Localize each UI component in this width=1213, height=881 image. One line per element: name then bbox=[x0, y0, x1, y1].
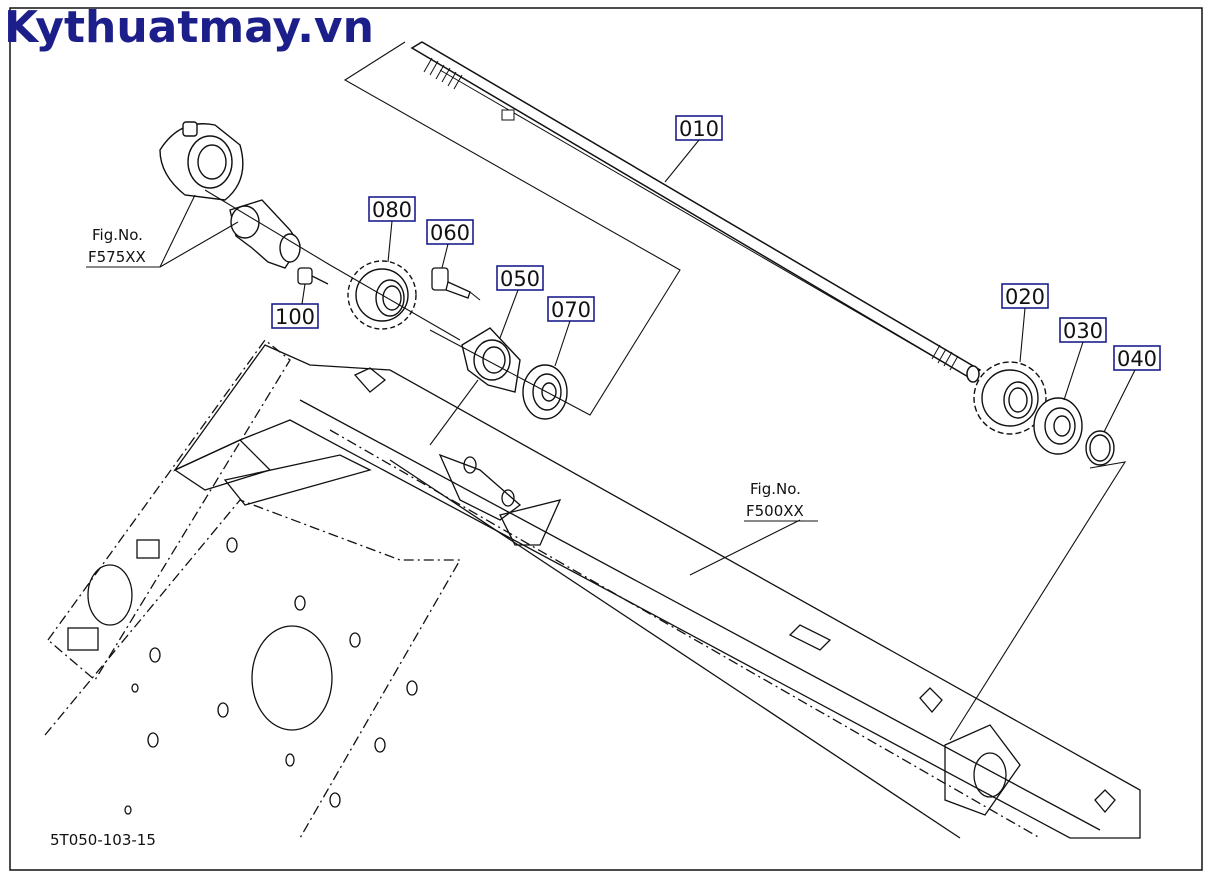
fig-ref-number: F575XX bbox=[88, 248, 146, 266]
fig-ref-f500xx[interactable]: Fig.No. F500XX bbox=[744, 480, 818, 522]
fig-ref-f575xx[interactable]: Fig.No. F575XX bbox=[86, 194, 239, 268]
part-callout-010[interactable]: 010 bbox=[664, 115, 723, 183]
part-number-100: 100 bbox=[275, 305, 315, 329]
drawing-code: 5T050-103-15 bbox=[50, 831, 156, 849]
part-number-050: 050 bbox=[500, 267, 540, 291]
diagram-border bbox=[9, 7, 1203, 871]
part-callout-060[interactable]: 060 bbox=[426, 219, 474, 269]
collar bbox=[159, 121, 244, 201]
part-number-010: 010 bbox=[679, 117, 719, 141]
fig-ref-number: F500XX bbox=[746, 502, 804, 520]
sprocket-020 bbox=[973, 361, 1047, 435]
part-callout-100[interactable]: 100 bbox=[271, 283, 319, 329]
part-number-070: 070 bbox=[551, 298, 591, 322]
part-callout-030[interactable]: 030 bbox=[1059, 317, 1107, 401]
circlip-040 bbox=[1085, 430, 1115, 466]
part-number-060: 060 bbox=[430, 221, 470, 245]
assembly-lines bbox=[204, 41, 1127, 741]
fig-ref-label: Fig.No. bbox=[92, 226, 143, 244]
watermark: Kythuatmay.vn bbox=[4, 2, 374, 53]
fig-ref-label: Fig.No. bbox=[750, 480, 801, 498]
part-number-030: 030 bbox=[1063, 319, 1103, 343]
chassis-frame bbox=[44, 339, 1141, 839]
part-callout-050[interactable]: 050 bbox=[496, 265, 544, 339]
bolt-060 bbox=[431, 267, 471, 299]
flange-050 bbox=[461, 327, 521, 393]
shaft-010 bbox=[410, 41, 982, 383]
part-number-020: 020 bbox=[1005, 285, 1045, 309]
part-number-040: 040 bbox=[1117, 347, 1157, 371]
part-callouts: 010 020 030 040 050 060 bbox=[271, 115, 1161, 433]
part-callout-020[interactable]: 020 bbox=[1001, 283, 1049, 363]
part-number-080: 080 bbox=[372, 198, 412, 222]
bearing-030 bbox=[1033, 397, 1083, 455]
bolt-100 bbox=[297, 267, 329, 285]
part-callout-040[interactable]: 040 bbox=[1103, 345, 1161, 433]
coupling bbox=[229, 199, 301, 269]
bearing-070 bbox=[522, 364, 568, 420]
part-callout-070[interactable]: 070 bbox=[547, 296, 595, 367]
part-callout-080[interactable]: 080 bbox=[368, 196, 416, 263]
